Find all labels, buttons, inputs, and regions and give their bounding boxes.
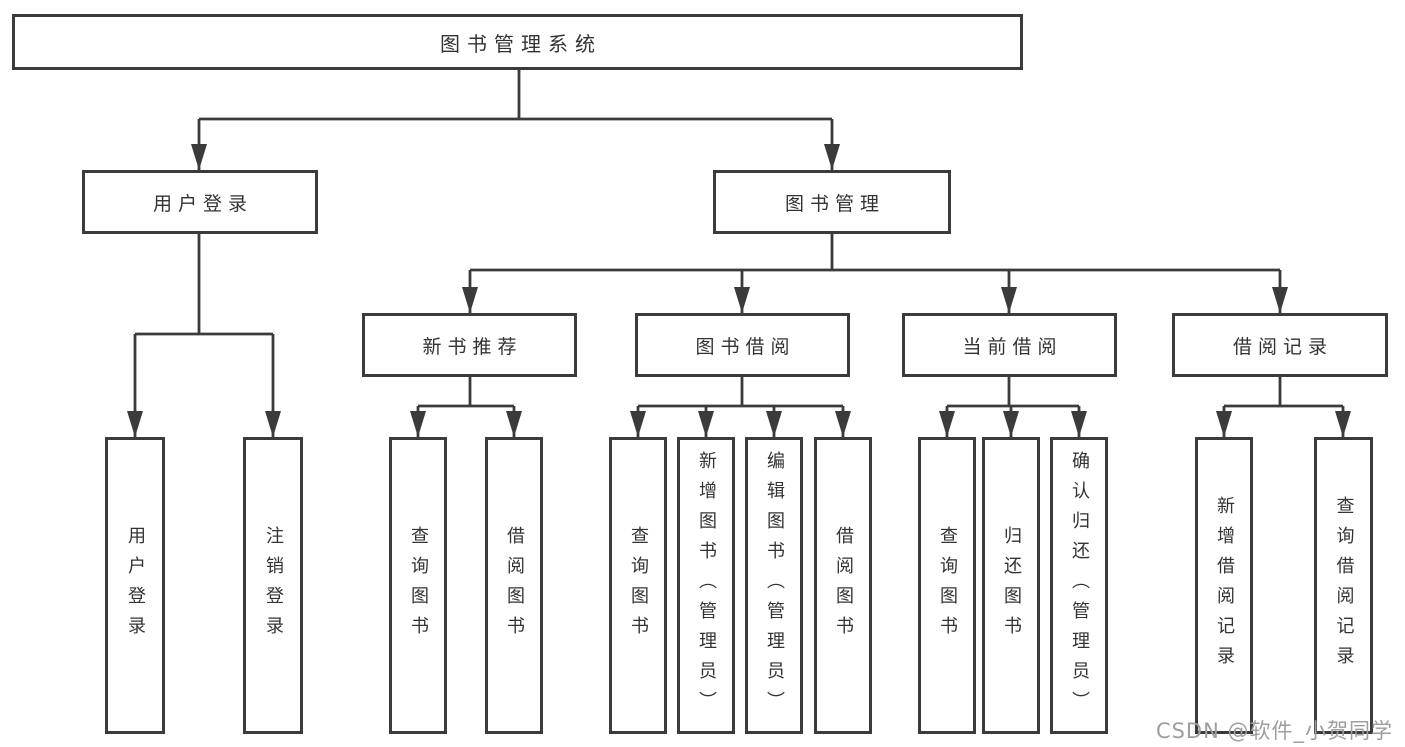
- leaf-records-query-record: 查询借阅记录: [1314, 437, 1373, 734]
- leaf-records-add-record: 新增借阅记录: [1195, 437, 1253, 734]
- leaf-current-return-book: 归还图书: [982, 437, 1040, 734]
- leaf-recommend-borrow-book: 借阅图书: [485, 437, 543, 734]
- node-root: 图书管理系统: [12, 14, 1023, 70]
- leaf-borrowing-query-book: 查询图书: [609, 437, 667, 734]
- leaf-logout: 注销登录: [243, 437, 303, 734]
- leaf-current-confirm-return-admin: 确认归还（管理员）: [1050, 437, 1108, 734]
- node-user-login: 用户登录: [82, 170, 318, 234]
- csdn-watermark: CSDN @软件_小贺同学: [1155, 719, 1393, 743]
- leaf-borrowing-edit-book-admin: 编辑图书（管理员）: [745, 437, 803, 734]
- node-current-borrowing: 当前借阅: [902, 313, 1117, 377]
- leaf-recommend-query-book: 查询图书: [389, 437, 447, 734]
- node-new-book-recommend: 新书推荐: [362, 313, 577, 377]
- node-book-borrowing: 图书借阅: [635, 313, 850, 377]
- leaf-borrowing-borrow-book: 借阅图书: [814, 437, 872, 734]
- leaf-user-login: 用户登录: [105, 437, 165, 734]
- leaf-borrowing-add-book-admin: 新增图书（管理员）: [677, 437, 735, 734]
- leaf-current-query-book: 查询图书: [918, 437, 976, 734]
- node-book-management: 图书管理: [713, 170, 951, 234]
- node-borrowing-records: 借阅记录: [1172, 313, 1388, 377]
